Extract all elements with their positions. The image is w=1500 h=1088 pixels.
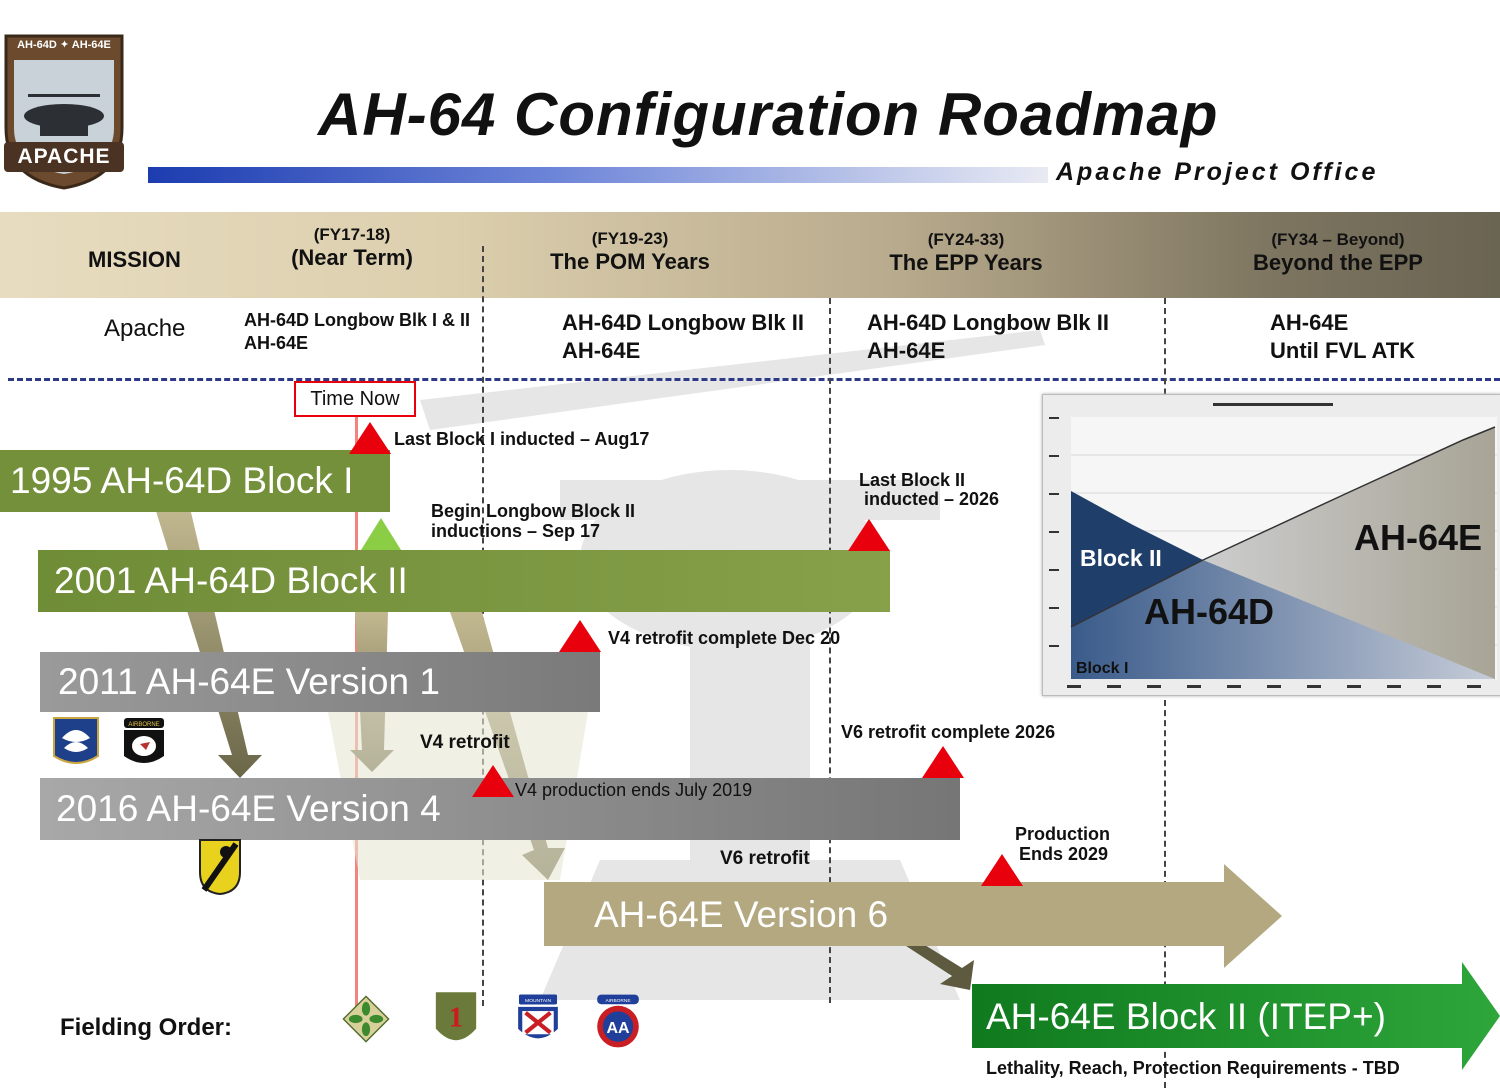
marker-v4-retrofit-complete [559, 620, 601, 652]
insignia-1st-cavalry [196, 839, 244, 896]
header-col4-years: (FY34 – Beyond) [1271, 230, 1405, 249]
marker-last-block1 [349, 422, 391, 454]
era-divider-2 [829, 298, 831, 1003]
annot-itep-requirements: Lethality, Reach, Protection Requirement… [986, 1058, 1400, 1078]
line-ah64e-boundary [1070, 426, 1496, 628]
annot-begin-line1: Begin Longbow Block II [431, 501, 635, 521]
header-col3-label: The EPP Years [889, 250, 1043, 275]
area-ah64d-block2 [1071, 491, 1203, 627]
marker-v4-production-ends [472, 765, 514, 797]
logo-top-text: AH-64D ✦ AH-64E [17, 39, 111, 51]
chart-label-ah64e: AH-64E [1354, 517, 1483, 558]
arrow-block1-to-v4 [155, 508, 262, 778]
marker-last-block2 [848, 519, 890, 551]
section-divider-line [8, 378, 1500, 381]
apache-c1-line1: AH-64D Longbow Blk I & II [244, 310, 471, 330]
annot-v6-retrofit-complete: V6 retrofit complete 2026 [841, 722, 1056, 742]
annot-v4-production-ends: V4 production ends July 2019 [515, 780, 753, 800]
arrow-v6-to-itep [900, 942, 974, 990]
header-col-epp: (FY24-33) The EPP Years [856, 230, 1076, 276]
marker-production-ends [981, 854, 1023, 886]
page-subtitle: Apache Project Office [1056, 158, 1379, 186]
fielding-order-label: Fielding Order: [60, 1014, 233, 1041]
header-col4-label: Beyond the EPP [1253, 250, 1423, 275]
header-col-beyond: (FY34 – Beyond) Beyond the EPP [1228, 230, 1448, 276]
apache-c2-line1: AH-64D Longbow Blk II [562, 310, 804, 335]
timeline-header-band [0, 212, 1500, 298]
aa-letters: AA [606, 1020, 630, 1037]
insignia-10th-mountain: MOUNTAIN [514, 994, 562, 1048]
annot-last-block1: Last Block I inducted – Aug17 [394, 429, 650, 449]
header-col1-years: (FY17-18) [313, 225, 391, 244]
chart-axis-ticks [1049, 403, 1481, 688]
annot-v6-retrofit: V6 retrofit [720, 848, 810, 869]
apache-c4-line1: AH-64E [1270, 310, 1349, 335]
insignia-1st-infantry: 1 [432, 992, 480, 1048]
annot-production-ends-line1: Production [1015, 824, 1110, 844]
apache-c3-line2: AH-64E [867, 338, 946, 363]
header-col-near-term: (FY17-18) (Near Term) [262, 225, 442, 271]
annot-last-block2-line1: Last Block II [859, 470, 966, 490]
mission-header: MISSION [88, 247, 181, 272]
annot-last-block2-line2: inducted – 2026 [859, 489, 1000, 509]
chart-label-block2: Block II [1080, 545, 1162, 571]
title-underline-bar [148, 167, 1048, 183]
insignia-82nd-airborne: AIRBORNE AA [594, 994, 642, 1048]
fleet-mix-inset-chart: Block II AH-64E AH-64D Block I [1042, 394, 1500, 696]
header-col2-label: The POM Years [550, 249, 710, 274]
fleet-mix-chart-svg [1043, 395, 1500, 695]
annot-production-ends-line2: Ends 2029 [1019, 844, 1109, 864]
insignia-wings-patch [52, 716, 100, 770]
annot-begin-line2: inductions – Sep 17 [431, 521, 601, 541]
airborne-82-tab-text: AIRBORNE [605, 998, 630, 1004]
bar-ah64e-itep: AH-64E Block II (ITEP+) [986, 996, 1386, 1037]
apache-logo: AH-64D ✦ AH-64E APACHE [0, 28, 128, 190]
apache-row-label: Apache [104, 315, 186, 342]
apache-c3-line1: AH-64D Longbow Blk II [867, 310, 1109, 335]
bar-ah64e-v1: 2011 AH-64E Version 1 [40, 652, 600, 712]
mountain-tab-text: MOUNTAIN [525, 998, 551, 1004]
annot-v4-retrofit-complete: V4 retrofit complete Dec 20 [608, 628, 841, 648]
bar-ah64d-block2: 2001 AH-64D Block II [38, 550, 890, 612]
apache-c4-line2: Until FVL ATK [1270, 338, 1416, 363]
marker-v6-retrofit-complete [922, 746, 964, 778]
insignia-101st-airborne: AIRBORNE [120, 716, 168, 770]
first-division-numeral: 1 [449, 1002, 463, 1034]
apache-c2-line2: AH-64E [562, 338, 641, 363]
apache-c1-line2: AH-64E [244, 333, 309, 353]
airborne-tab-text: AIRBORNE [128, 722, 159, 728]
page-title: AH-64 Configuration Roadmap [318, 81, 1219, 148]
chart-label-ah64d: AH-64D [1144, 591, 1275, 632]
logo-bottom-text: APACHE [17, 145, 111, 168]
header-col-pom: (FY19-23) The POM Years [520, 229, 740, 275]
bar-ah64d-block1: 1995 AH-64D Block I [0, 450, 390, 512]
chart-label-block1: Block I [1076, 660, 1129, 677]
insignia-4th-infantry [342, 992, 390, 1046]
header-col2-years: (FY19-23) [591, 229, 669, 248]
header-col1-label: (Near Term) [291, 245, 413, 270]
bar-ah64e-itep-shape [972, 962, 1500, 1070]
area-ah64d [1071, 560, 1495, 679]
marker-begin-longbow-block2 [361, 518, 401, 550]
bar-ah64e-v6-shape [544, 864, 1282, 968]
time-now-label: Time Now [294, 381, 416, 417]
annot-v4-retrofit: V4 retrofit [420, 732, 510, 753]
header-col3-years: (FY24-33) [927, 230, 1005, 249]
bar-ah64e-v6: AH-64E Version 6 [594, 894, 889, 935]
